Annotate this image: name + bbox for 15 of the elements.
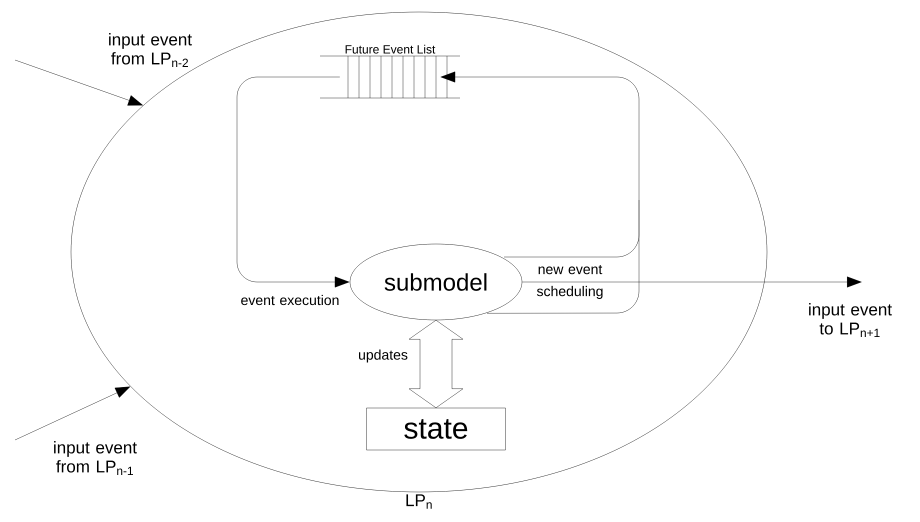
arrow [440,72,640,314]
node-label: LP$_{n}$ [406,494,432,509]
edge-label: input event to LP$_{n+1}$ [809,303,892,337]
arrow [522,276,862,288]
edge-label: updates [359,349,408,363]
state-box: state [366,408,506,450]
edge-label: event execution [241,294,338,306]
edge-label: input event from LP$_{n-2}$ [109,33,192,67]
arrow [14,386,130,440]
edge-label: input event from LP$_{n-1}$ [54,441,137,475]
hollow-arrow [408,320,464,408]
arrow [14,60,143,106]
arrow [236,76,350,288]
queue: Future Event List [320,44,460,98]
edge-label: new event scheduling [536,265,603,299]
